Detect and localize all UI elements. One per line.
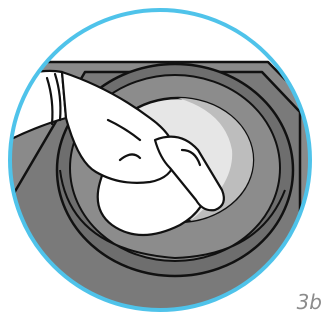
step-label: 3b (297, 290, 322, 314)
